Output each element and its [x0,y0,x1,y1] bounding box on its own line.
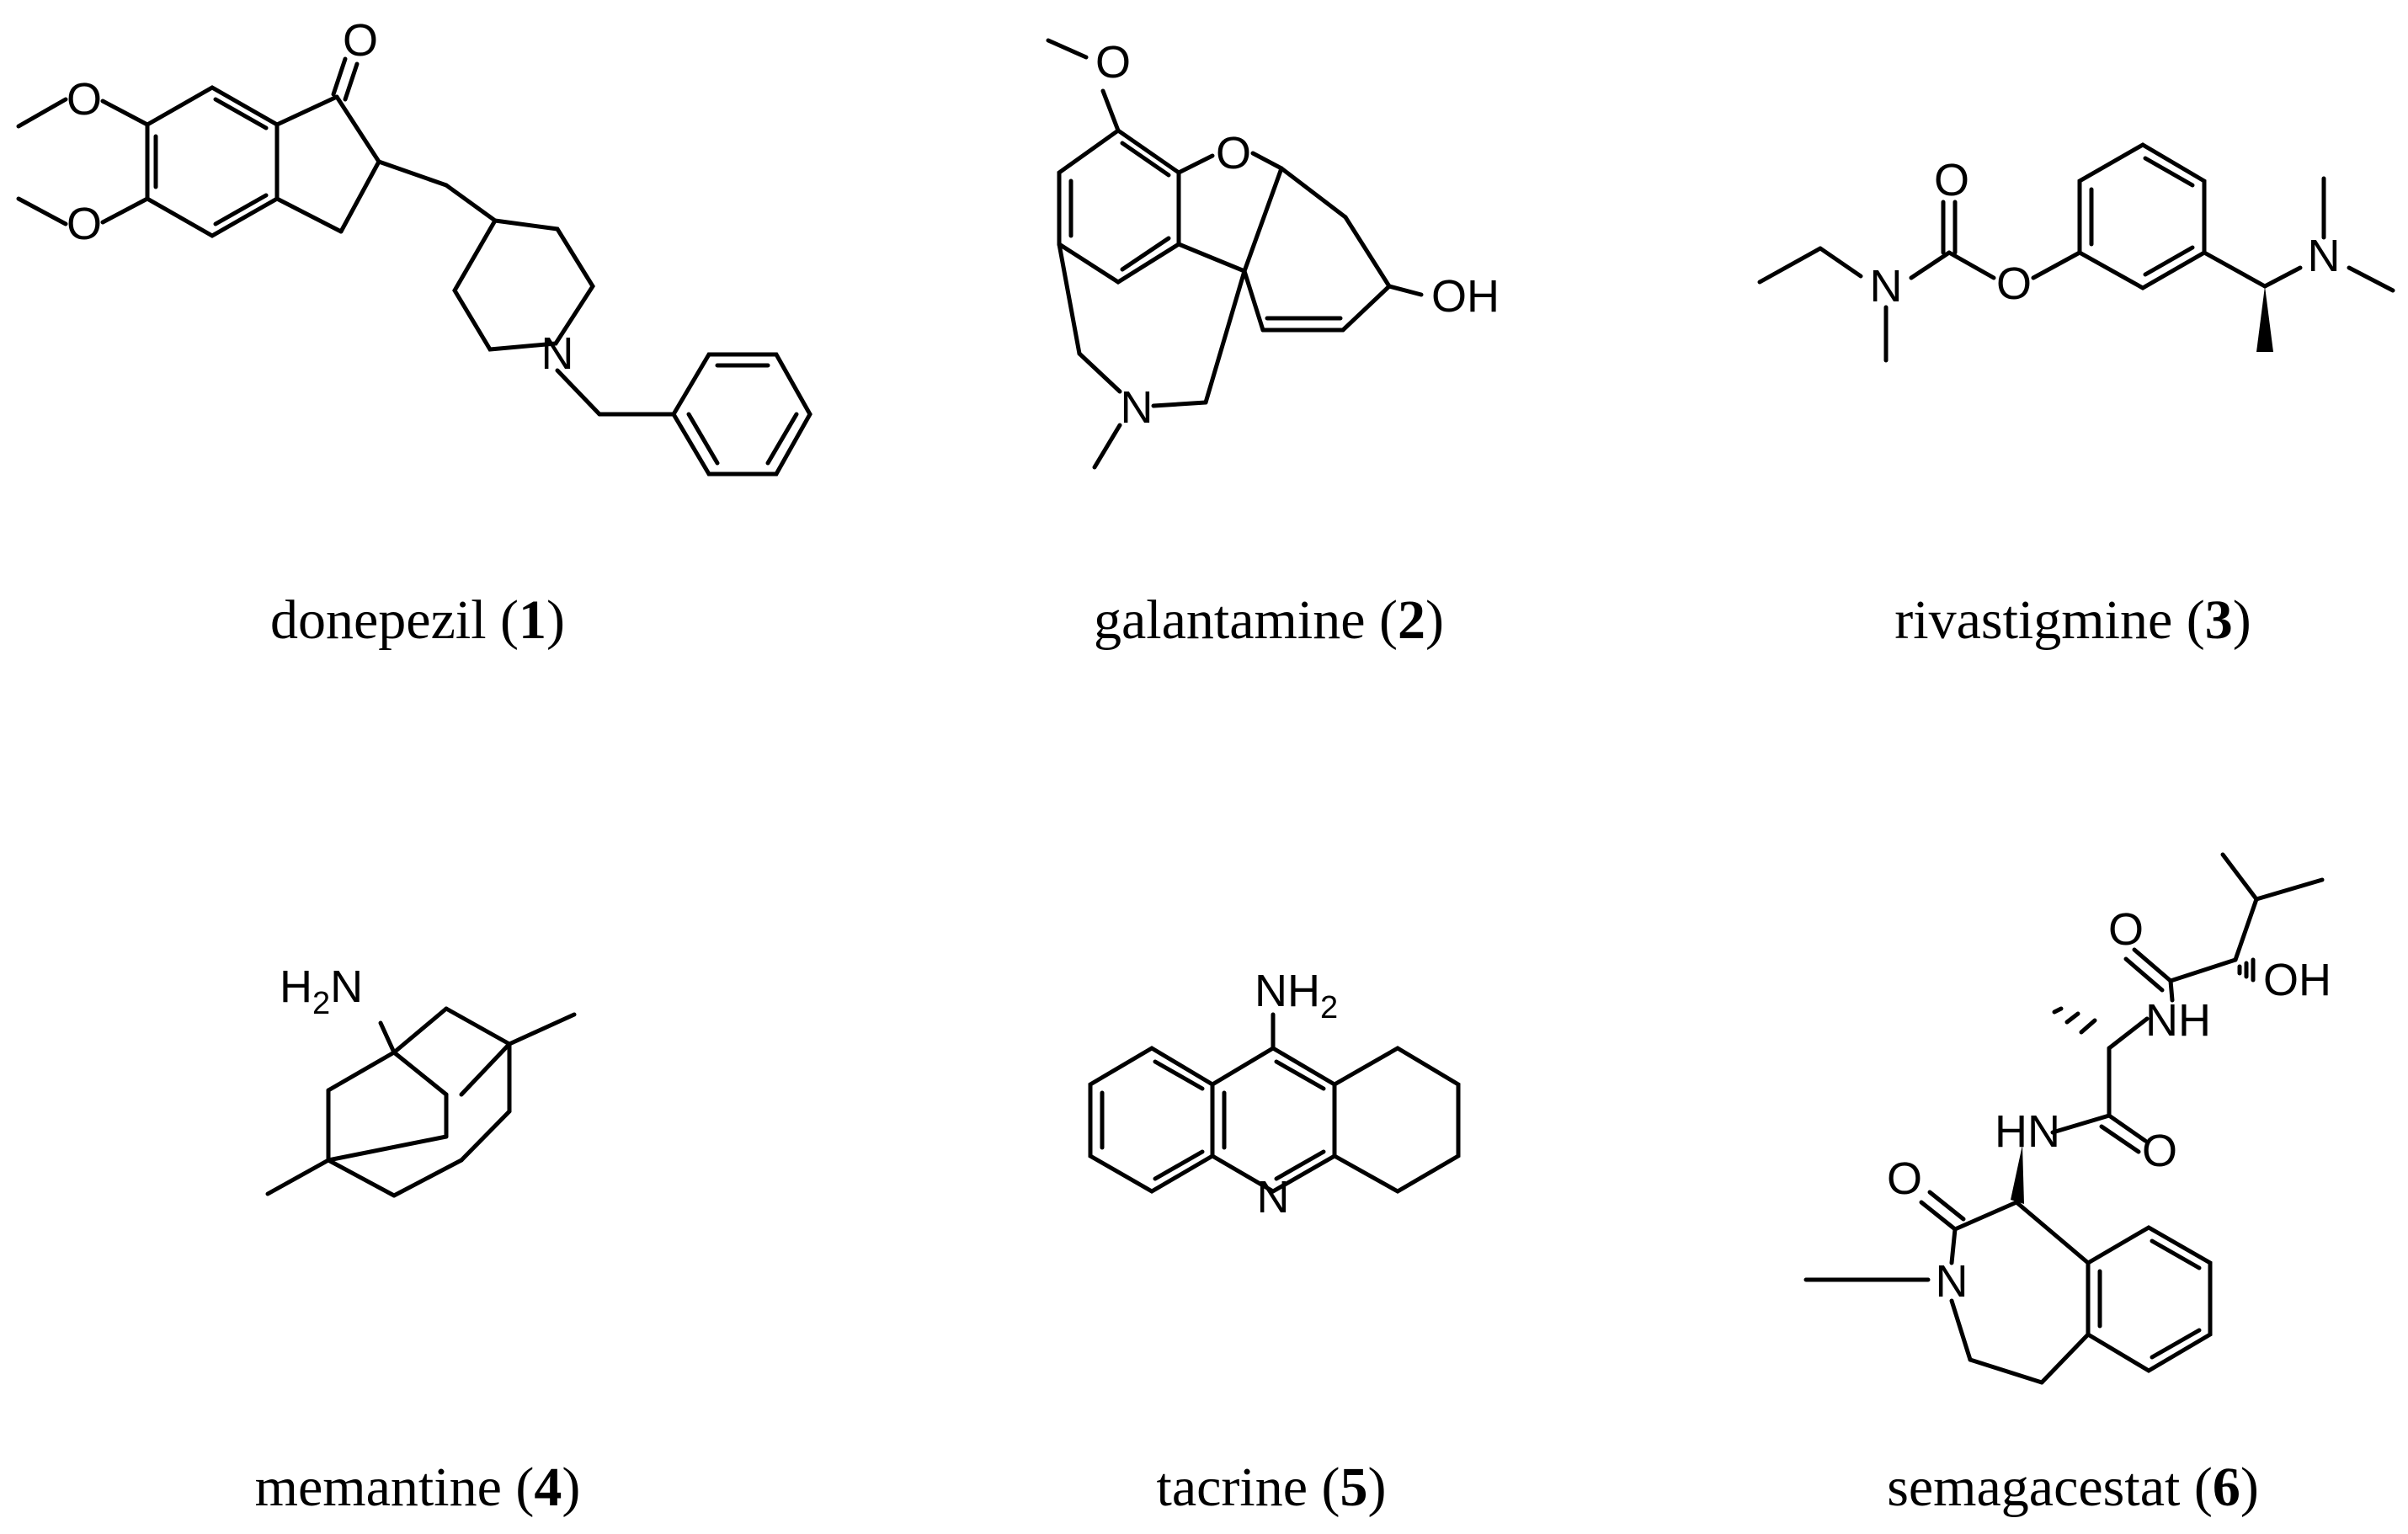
caption-semagacestat: semagacestat (6) [1887,1457,2259,1518]
hashed-bond [2237,957,2256,983]
atom-o: O [1216,128,1251,178]
compound-number: 5 [1340,1457,1368,1518]
atom-h2n: H2N [280,961,363,1021]
compound-name: semagacestat [1887,1457,2180,1518]
caption-donepezil: donepezil (1) [270,589,565,651]
atom-o: O [67,199,102,249]
atom-n: N [2308,231,2341,281]
compound-number: 6 [2213,1457,2240,1518]
wedge-bond [2256,286,2273,352]
nh2-subscript: 2 [1320,990,1338,1025]
atom-n: N [1257,1172,1290,1222]
atom-oh: OH [1431,271,1500,322]
compound-number: 4 [534,1457,562,1518]
atom-o: O [2108,904,2144,955]
compound-name: galantamine [1094,589,1366,651]
structure-semagacestat: O OH NH O HN O N [1803,852,2331,1385]
structure-tacrine: NH2 N [1088,966,1461,1222]
h2n-n: N [330,961,363,1012]
atom-n: N [1870,261,1903,312]
h2n-subscript: 2 [312,986,330,1021]
atom-o: O [67,74,102,125]
caption-rivastigmine: rivastigmine (3) [1894,589,2251,651]
nh2-nh: NH [1255,966,1320,1016]
atom-o: O [1095,37,1131,88]
atom-o: O [1996,258,2032,309]
compound-name: donepezil [270,589,487,651]
atom-o: O [343,15,378,66]
compound-number: 2 [1398,589,1425,651]
wedge-bond [2011,1145,2024,1204]
atom-hn: HN [1995,1106,2060,1157]
atom-nh2: NH2 [1255,966,1338,1025]
structure-galantamine: O O OH N [1046,37,1500,470]
atom-n: N [1936,1256,1968,1307]
atom-o: O [2142,1126,2177,1176]
atom-o: O [1934,155,1969,205]
atom-o: O [1887,1153,1922,1204]
compound-name: rivastigmine [1894,589,2172,651]
atom-nh: NH [2145,995,2211,1046]
caption-memantine: memantine (4) [255,1457,581,1518]
structure-memantine: H2N [265,961,577,1198]
hashed-bond [2052,1006,2097,1035]
compound-name: tacrine [1156,1457,1308,1518]
compound-name: memantine [255,1457,502,1518]
atom-n: N [541,328,574,379]
compound-number: 3 [2205,589,2233,651]
h2n-h: H [280,961,312,1012]
structure-donepezil: O O O N [16,15,812,477]
compound-number: 1 [519,589,546,651]
atom-n: N [1121,382,1153,433]
structure-rivastigmine: O O N N [1757,142,2395,363]
caption-tacrine: tacrine (5) [1156,1457,1386,1518]
atom-oh: OH [2263,955,2331,1005]
caption-galantamine: galantamine (2) [1094,589,1444,651]
